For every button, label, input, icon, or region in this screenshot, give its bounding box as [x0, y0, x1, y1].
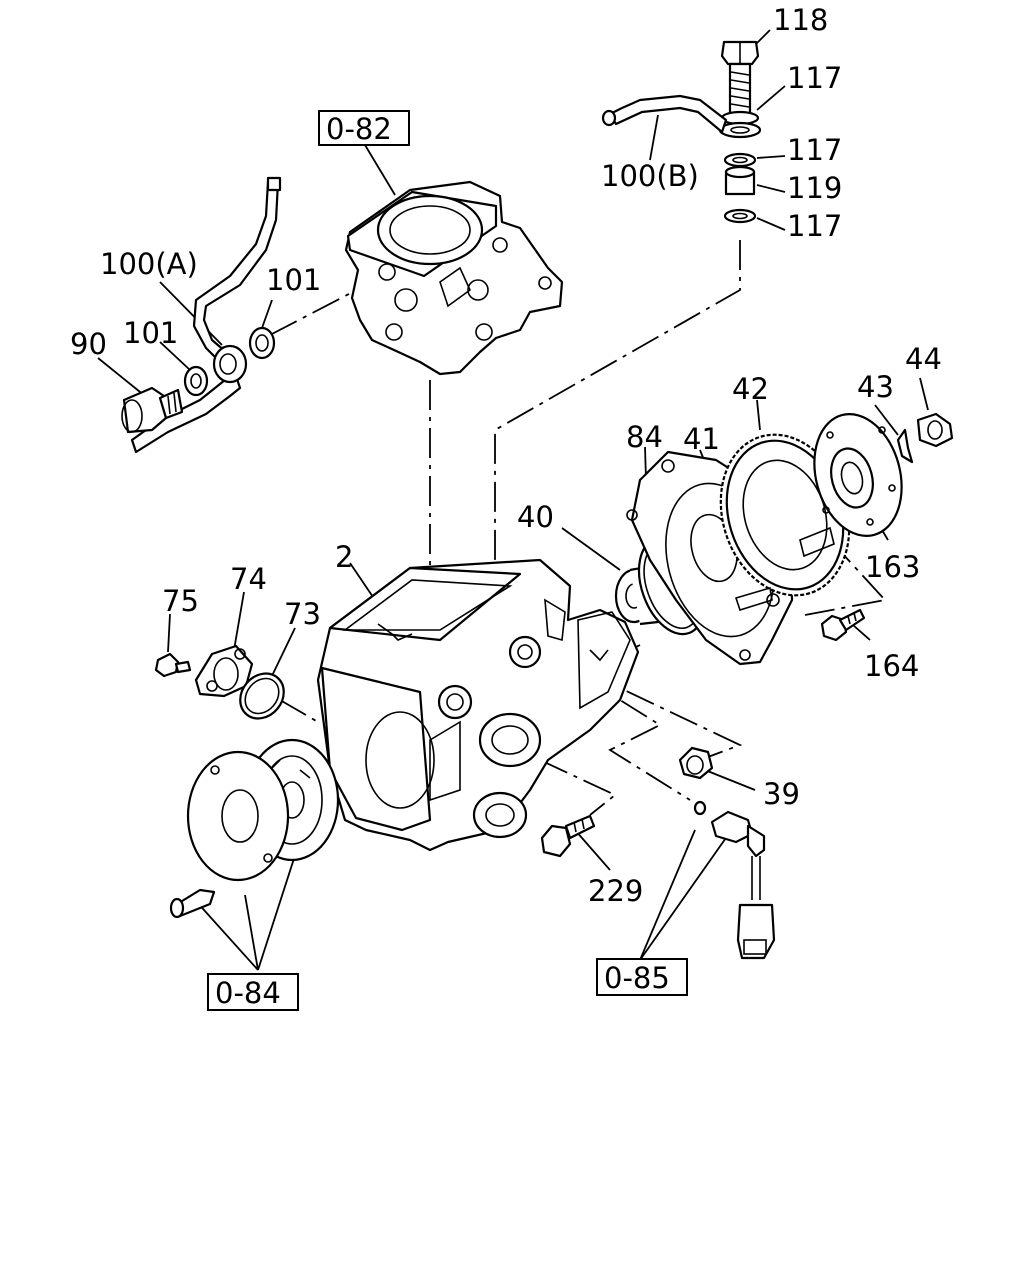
callout-117: 117	[787, 133, 842, 167]
bolt-229	[540, 814, 596, 858]
reference-boxes: 0-82 0-84 0-85	[207, 110, 688, 1011]
reference-0-82: 0-82	[326, 112, 392, 146]
callout-84: 84	[626, 420, 663, 454]
sensor-assembly	[693, 800, 776, 960]
callout-101: 101	[123, 316, 178, 350]
callout-75: 75	[162, 584, 199, 618]
callout-73: 73	[284, 597, 321, 631]
hub-163	[813, 413, 903, 537]
callout-119: 119	[787, 171, 842, 205]
callout-90: 90	[70, 327, 107, 361]
reference-0-84: 0-84	[215, 976, 281, 1010]
callout-100b: 100(B)	[601, 159, 699, 193]
callout-43: 43	[857, 370, 894, 404]
pump-housing	[316, 558, 640, 852]
governor-housing	[344, 180, 564, 376]
callout-40: 40	[517, 500, 554, 534]
callout-117: 117	[787, 209, 842, 243]
cover-plate-group	[154, 644, 285, 720]
callout-229: 229	[588, 874, 643, 908]
reference-0-85: 0-85	[604, 961, 670, 995]
callout-100a: 100(A)	[100, 247, 198, 281]
callout-42: 42	[732, 372, 769, 406]
callout-74: 74	[230, 562, 267, 596]
callout-118: 118	[773, 3, 828, 37]
callout-117: 117	[787, 61, 842, 95]
callout-41: 41	[683, 422, 720, 456]
callout-2: 2	[335, 540, 353, 574]
callout-labels: 118 117 117 119 117 100(B) 100(A) 101 10…	[70, 3, 942, 908]
callout-39: 39	[763, 777, 800, 811]
nut-39	[678, 746, 714, 780]
bolt-164	[820, 608, 866, 642]
callout-44: 44	[905, 342, 942, 376]
callout-101: 101	[266, 263, 321, 297]
banjo-bolt-stack	[718, 40, 762, 224]
clip-and-nut	[896, 412, 954, 464]
flange-plates	[169, 738, 340, 919]
callout-163: 163	[865, 550, 920, 584]
callout-164: 164	[864, 649, 919, 683]
pipe-100a-assembly	[121, 176, 282, 454]
pipe-100b	[601, 94, 728, 134]
